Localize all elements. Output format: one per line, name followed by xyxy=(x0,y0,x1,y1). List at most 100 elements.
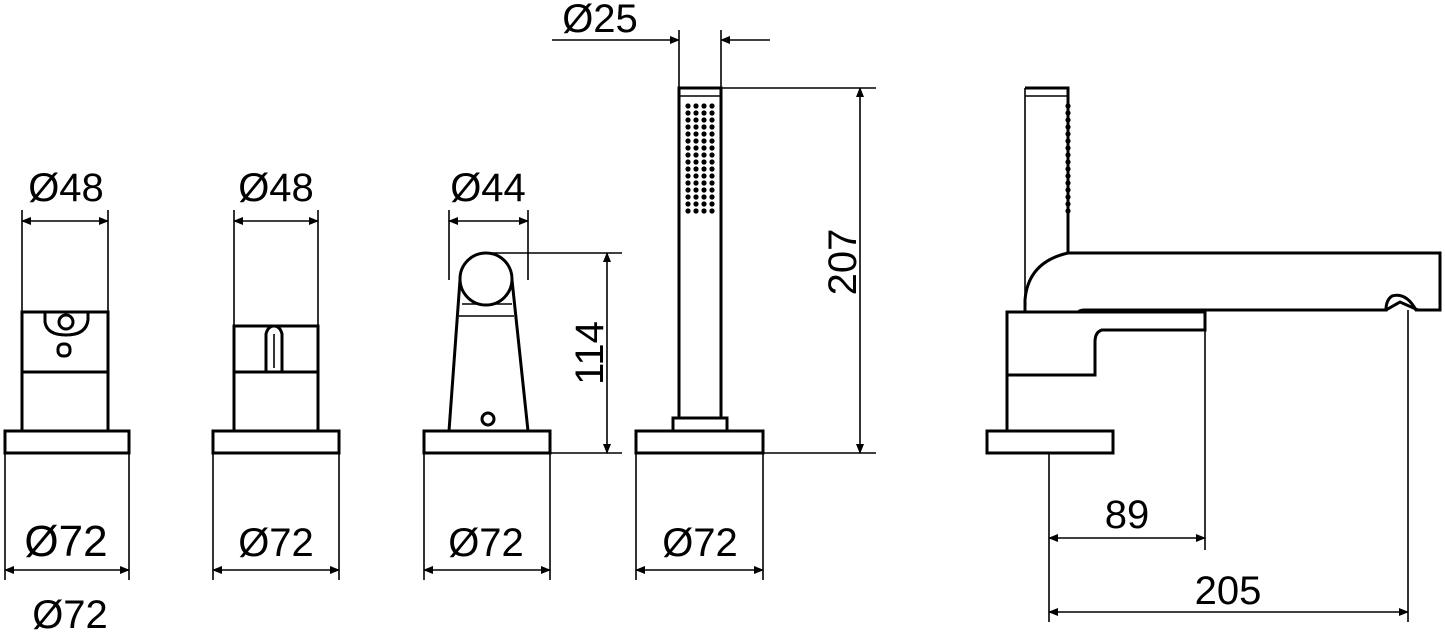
nozzle-dot xyxy=(685,110,691,116)
hand-shower-base xyxy=(634,429,765,455)
diverter-base xyxy=(422,429,552,455)
nozzle-dot xyxy=(685,180,691,186)
nozzle-dot xyxy=(1065,103,1071,109)
nozzle-dot xyxy=(709,145,715,151)
nozzle-dot xyxy=(693,208,699,214)
spout-lever-length-label: 89 xyxy=(1105,493,1150,537)
spout-base xyxy=(985,429,1115,455)
nozzle-dot xyxy=(1065,131,1071,137)
nozzle-dot xyxy=(693,138,699,144)
mixer-1-indicator-icon xyxy=(56,342,72,358)
mixer-1-base xyxy=(3,429,131,455)
diverter-valve xyxy=(422,251,552,455)
nozzle-dot xyxy=(709,166,715,172)
mixer-2-lower-body xyxy=(232,370,320,433)
nozzle-dot xyxy=(709,110,715,116)
hand-shower-holder xyxy=(671,416,729,433)
hand-shower-diameter-label: Ø25 xyxy=(562,0,638,41)
hand-shower-dimension-lines xyxy=(552,30,876,580)
nozzle-dot xyxy=(701,201,707,207)
nozzle-dot xyxy=(701,152,707,158)
nozzle-dot xyxy=(1065,145,1071,151)
mixer-1-base-diameter-note: Ø72 xyxy=(32,593,108,636)
nozzle-dot xyxy=(693,117,699,123)
nozzle-dot xyxy=(701,138,707,144)
nozzle-dot xyxy=(685,152,691,158)
nozzle-dot xyxy=(685,138,691,144)
spout-lever xyxy=(1005,310,1207,431)
nozzle-dot xyxy=(1065,152,1071,158)
diverter-height-label: 114 xyxy=(568,321,612,385)
mixer-1-base-diameter-label: Ø72 xyxy=(24,517,107,566)
diverter-dimension-lines xyxy=(423,210,622,580)
spout-body xyxy=(1023,86,1442,314)
mixer-1-top-diameter-label: Ø48 xyxy=(28,166,104,210)
nozzle-dot xyxy=(709,201,715,207)
nozzle-dot xyxy=(1065,117,1071,123)
mixer-1-lower-body xyxy=(20,370,110,433)
diverter-screw-icon xyxy=(480,411,496,427)
nozzle-dot xyxy=(709,138,715,144)
nozzle-dot xyxy=(701,145,707,151)
nozzle-dot xyxy=(693,103,699,109)
mixer-2-handle xyxy=(232,324,320,374)
nozzle-dot xyxy=(693,166,699,172)
mixer-1-notch xyxy=(43,312,90,337)
nozzle-dot xyxy=(709,103,715,109)
nozzle-dot xyxy=(1065,173,1071,179)
nozzle-dot xyxy=(685,131,691,137)
nozzle-dot xyxy=(709,208,715,214)
nozzle-dot xyxy=(1065,201,1071,207)
nozzle-dot xyxy=(1065,187,1071,193)
nozzle-dot xyxy=(709,187,715,193)
nozzle-dot xyxy=(693,124,699,130)
mixer-1-handle xyxy=(20,310,110,374)
spout-shower-nozzles xyxy=(1065,103,1071,214)
nozzle-dot xyxy=(693,201,699,207)
nozzle-dot xyxy=(709,152,715,158)
nozzle-dot xyxy=(701,173,707,179)
nozzle-dot xyxy=(685,117,691,123)
bath-spout xyxy=(985,86,1442,455)
spout-projection-label: 205 xyxy=(1195,569,1262,613)
nozzle-dot xyxy=(685,145,691,151)
nozzle-dot xyxy=(685,187,691,193)
mixer-2-lever-icon xyxy=(264,324,284,372)
spout-dimension-lines xyxy=(1048,310,1409,622)
spout-outlet-icon xyxy=(1385,300,1419,312)
nozzle-dot xyxy=(685,194,691,200)
nozzle-dot xyxy=(709,159,715,165)
nozzle-dot xyxy=(1065,159,1071,165)
nozzle-dot xyxy=(701,124,707,130)
nozzle-dot xyxy=(701,117,707,123)
nozzle-dot xyxy=(693,194,699,200)
nozzle-dot xyxy=(693,180,699,186)
nozzle-dot xyxy=(709,117,715,123)
nozzle-dot xyxy=(701,166,707,172)
nozzle-dot xyxy=(701,208,707,214)
nozzle-dot xyxy=(701,180,707,186)
nozzle-dot xyxy=(685,166,691,172)
mixer-1-dimension-lines xyxy=(4,210,130,580)
mixer-2-top-diameter-label: Ø48 xyxy=(238,166,314,210)
hand-shower-handle xyxy=(677,86,723,420)
nozzle-dot xyxy=(1065,166,1071,172)
nozzle-dot xyxy=(709,124,715,130)
nozzle-dot xyxy=(693,187,699,193)
mixer-2-base xyxy=(211,429,341,455)
mixer-valve-2 xyxy=(211,324,341,455)
nozzle-dot xyxy=(701,159,707,165)
nozzle-dot xyxy=(693,131,699,137)
nozzle-dot xyxy=(709,180,715,186)
nozzle-dot xyxy=(1065,180,1071,186)
nozzle-dot xyxy=(1065,194,1071,200)
nozzle-dot xyxy=(685,208,691,214)
nozzle-dot xyxy=(701,110,707,116)
hand-shower-base-diameter-label: Ø72 xyxy=(662,521,738,565)
hand-shower-height-label: 207 xyxy=(821,229,865,296)
mixer-2-base-diameter-label: Ø72 xyxy=(238,521,314,565)
nozzle-dot xyxy=(1065,124,1071,130)
nozzle-dot xyxy=(709,131,715,137)
mixer-2-dimension-lines xyxy=(212,210,340,580)
